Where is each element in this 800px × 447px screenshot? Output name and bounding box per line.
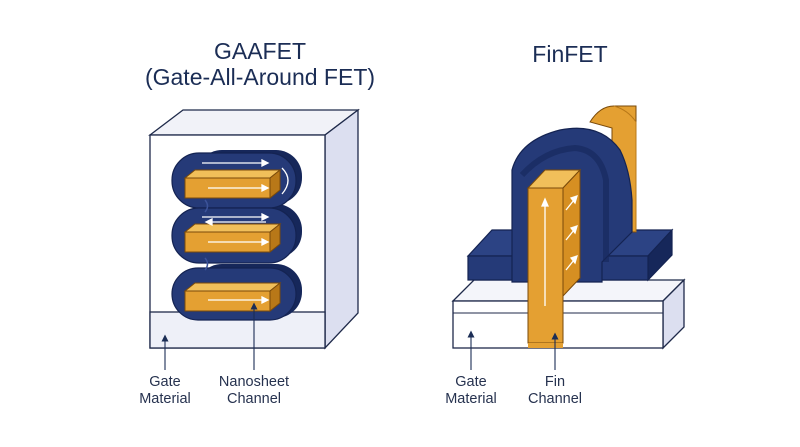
gaafet-channel-label: Nanosheet Channel [204,374,304,408]
finfet-gate-label-line1: Gate [455,374,487,390]
gaafet-gate-label: Gate Material [125,374,205,408]
gaafet-current-arrows [202,158,289,305]
gaafet-title-line2: (Gate-All-Around FET) [144,64,376,90]
gaafet-nanosheet-2 [183,222,282,254]
gaafet-channel-label-line1: Nanosheet [218,374,290,390]
gaafet-gate-label-line2: Material [139,391,191,407]
finfet-gate-label-line2: Material [445,391,497,407]
gaafet-title: GAAFET (Gate-All-Around FET) [95,38,425,90]
finfet-channel-label: Fin Channel [510,374,600,408]
gaafet-title-line1: GAAFET [213,38,306,64]
finfet-channel-label-line2: Channel [527,391,582,407]
gaafet-diagram [148,108,360,370]
finfet-gate-label: Gate Material [431,374,511,408]
finfet-current-arrows [541,194,578,306]
gaafet-gate-label-line1: Gate [149,374,181,390]
gaafet-box-top [148,109,360,136]
finfet-title: FinFET [532,41,608,67]
gaafet-box-side [324,108,359,350]
finfet-channel-label-line1: Fin [544,374,566,390]
finfet-diagram [451,105,686,370]
gaafet-channel-label-line2: Channel [226,391,281,407]
gaafet-nanosheet-1 [183,168,282,200]
gaafet-nanosheet-3 [183,281,282,313]
